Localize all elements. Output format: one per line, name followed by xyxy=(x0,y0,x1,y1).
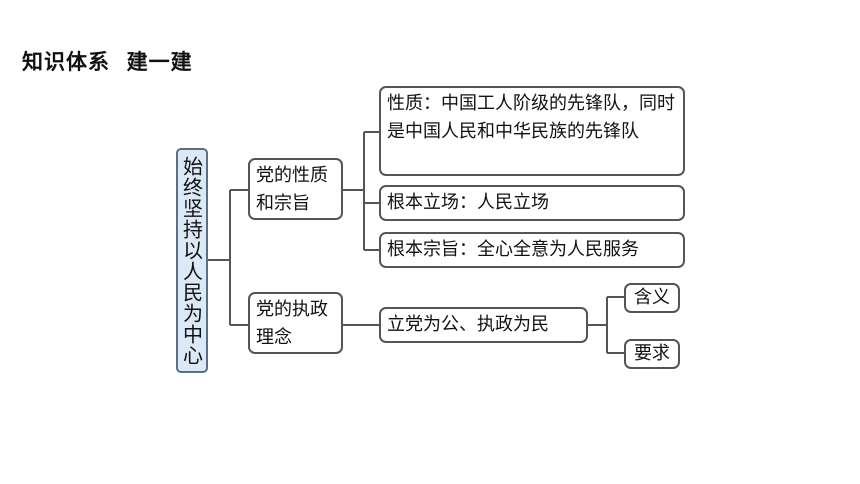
item-node-stance: 根本立场：人民立场 xyxy=(379,185,685,221)
section-title: 知识体系 建一建 xyxy=(22,50,193,74)
root-node: 始终坚持以人民为中心 xyxy=(176,148,208,373)
leaf-node-requirement: 要求 xyxy=(624,339,680,369)
mid-node-philosophy: 立党为公、执政为民 xyxy=(379,307,588,343)
branch-node-nature: 党的性质和宗旨 xyxy=(248,158,343,220)
branch-node-governance: 党的执政理念 xyxy=(248,292,343,354)
leaf-node-meaning: 含义 xyxy=(624,283,680,313)
item-node-nature: 性质：中国工人阶级的先锋队，同时是中国人民和中华民族的先锋队 xyxy=(379,86,685,176)
item-node-purpose: 根本宗旨：全心全意为人民服务 xyxy=(379,232,685,268)
